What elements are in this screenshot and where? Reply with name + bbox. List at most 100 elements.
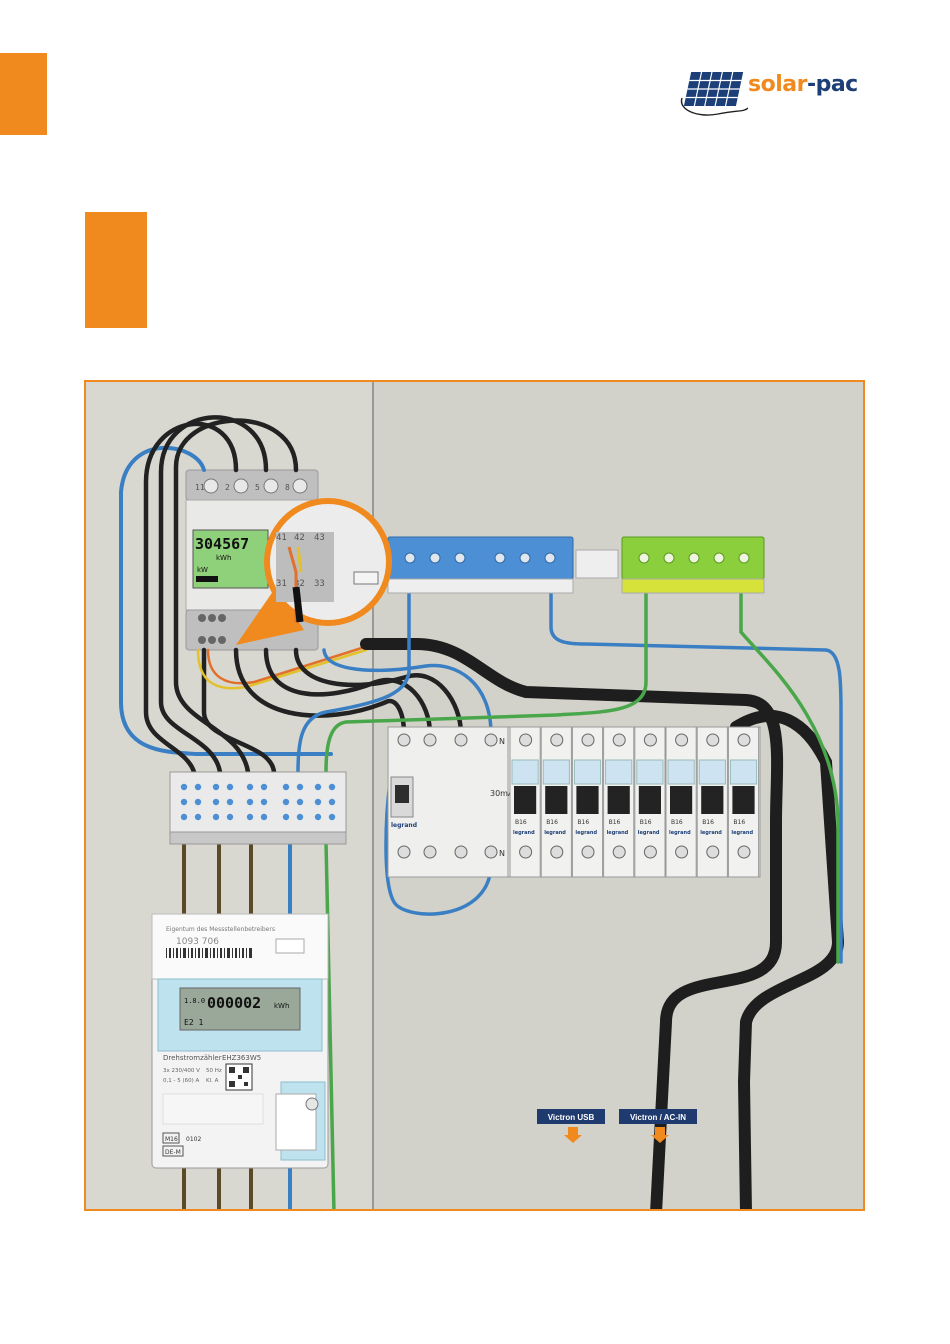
cable-label-usb: Victron USB: [537, 1109, 605, 1143]
mcb-window: [542, 759, 570, 785]
meter-lcd-value: 304567: [195, 535, 249, 553]
rcd-device: N 30mA legrand N: [387, 726, 514, 878]
orange-accent-bar-section: [85, 212, 147, 328]
neutral-bus-bar: [387, 536, 619, 594]
wire-blue-rcd-n: [322, 648, 493, 736]
mcb-screw-bottom: [737, 845, 751, 859]
mcb-rating: B16: [640, 819, 652, 826]
wire-black-rcd-l3: [293, 647, 464, 737]
mcb-window: [729, 759, 758, 785]
utility-meter-m16: M16: [165, 1136, 178, 1143]
mcb-screw-top: [519, 733, 533, 747]
mcb-brand: legrand: [700, 830, 722, 836]
rcd-rating: 30mA: [490, 789, 514, 798]
arrow-down-icon: [564, 1127, 582, 1143]
mcb-rating: B16: [671, 819, 683, 826]
meter-bottom-screws: [198, 614, 226, 644]
utility-meter-owner: Eigentum des Messstellenbetreibers: [166, 926, 275, 933]
mcb-screw-top: [550, 733, 564, 747]
utility-meter-sub: E2 1: [184, 1018, 203, 1027]
solar-pac-logo: [678, 68, 878, 120]
rcd-n-label-top: N: [499, 737, 505, 746]
mcb-brand: legrand: [575, 830, 597, 836]
rcd-brand: legrand: [391, 822, 417, 829]
mcb-window: [667, 759, 695, 785]
utility-meter-model: EHZ363W5: [222, 1054, 261, 1062]
mcb-brand: legrand: [669, 830, 691, 836]
mcb-screw-bottom: [581, 845, 595, 859]
mcb-screw-top: [643, 733, 657, 747]
mcb-toggle: [545, 786, 568, 814]
earth-bus-bar: [621, 536, 765, 594]
mcb-window: [698, 759, 726, 785]
mcb-toggle: [576, 786, 599, 814]
mcb-window: [573, 759, 602, 785]
utility-meter-barcode: [166, 948, 252, 958]
logo-word-solar: solar: [748, 72, 807, 97]
mcb-screw-top: [706, 733, 720, 747]
terminal-zoom-inset: 41 42 43 31 32 33: [236, 498, 392, 645]
meter-terminal-label-2: 5: [255, 483, 260, 492]
cable-label-acin: Victron / AC-IN: [619, 1109, 697, 1143]
mcb-screw-top: [581, 733, 595, 747]
mcb-screw-top: [675, 733, 689, 747]
mcb-brand: legrand: [544, 830, 566, 836]
inset-term-41: 41: [276, 533, 287, 543]
rcd-n-label-bottom: N: [499, 849, 505, 858]
mcb-screw-bottom: [675, 845, 689, 859]
orange-accent-bar-top: [0, 53, 47, 135]
utility-meter: Eigentum des Messstellenbetreibers 1093 …: [151, 913, 329, 1169]
meter-terminal-label-1: 2: [225, 483, 230, 492]
wiring-diagram: 11 2 5 8 304567 kWh kW: [84, 380, 865, 1211]
utility-meter-0102: 0102: [186, 1136, 201, 1143]
logo-word-pac: -pac: [806, 72, 858, 97]
wire-blue-rcd-loop: [384, 780, 493, 916]
mcb-screw-bottom: [706, 845, 720, 859]
wire-green-down: [324, 840, 336, 1209]
wire-black-rcd-l1: [233, 647, 407, 737]
mcb-screw-bottom: [550, 845, 564, 859]
mcb-toggle: [701, 786, 724, 814]
utility-meter-prefix: 1.8.0: [184, 997, 205, 1005]
mcb-toggle: [638, 786, 661, 814]
arrow-down-icon: [651, 1127, 669, 1143]
meter-top-screws: [203, 478, 308, 494]
rcd-mcb-rail: N 30mA legrand N B16legrandB16legrandB16…: [387, 726, 761, 878]
solar-panel-icon: [680, 72, 749, 116]
mcb-window: [605, 759, 633, 785]
meter-terminal-label-3: 8: [285, 483, 290, 492]
utility-meter-current: 0,1 - 5 (60) A: [163, 1078, 200, 1084]
mcb-rating: B16: [546, 819, 558, 826]
cable-label-acin-text: Victron / AC-IN: [630, 1113, 686, 1122]
mcb-screw-top: [737, 733, 751, 747]
wire-black-meter-out: [201, 647, 277, 775]
mcb-rating: B16: [702, 819, 714, 826]
mcb-toggle: [607, 786, 630, 814]
inset-term-43: 43: [314, 533, 325, 543]
utility-meter-id: 1093 706: [176, 937, 219, 947]
mcb-rating: B16: [515, 819, 527, 826]
meter-unit-kwh: kWh: [216, 554, 231, 562]
mcb-window: [636, 759, 664, 785]
mcb-brand: legrand: [513, 830, 535, 836]
meter-indicator: [196, 576, 218, 582]
utility-meter-type: Drehstromzähler: [163, 1054, 222, 1062]
wire-blue-nbus-right: [549, 590, 843, 964]
meter-terminal-label-0: 11: [195, 483, 205, 492]
mcb-window: [511, 759, 539, 785]
utility-meter-lcd: [179, 987, 301, 1031]
logo-wordmark: solar-pac: [748, 72, 858, 97]
mcb-screw-bottom: [519, 845, 533, 859]
mcb-toggle: [514, 786, 537, 814]
utility-meter-freq: 50 Hz: [206, 1068, 222, 1074]
mcb-screw-bottom: [612, 845, 626, 859]
wire-green-pe-1: [324, 590, 648, 774]
mcb-brand: legrand: [607, 830, 629, 836]
utility-meter-dem: DE-M: [165, 1149, 181, 1156]
wire-black-phase-1: [143, 421, 239, 775]
mcb-group: B16 legrand B16 legrand B16 legrand B16 legrand…: [509, 726, 760, 878]
wire-blue-nbus-to-block: [296, 590, 411, 774]
mcb-rating: B16: [577, 819, 589, 826]
cable-victron-usb: [360, 638, 784, 1209]
wire-black-phase-2: [158, 415, 269, 775]
